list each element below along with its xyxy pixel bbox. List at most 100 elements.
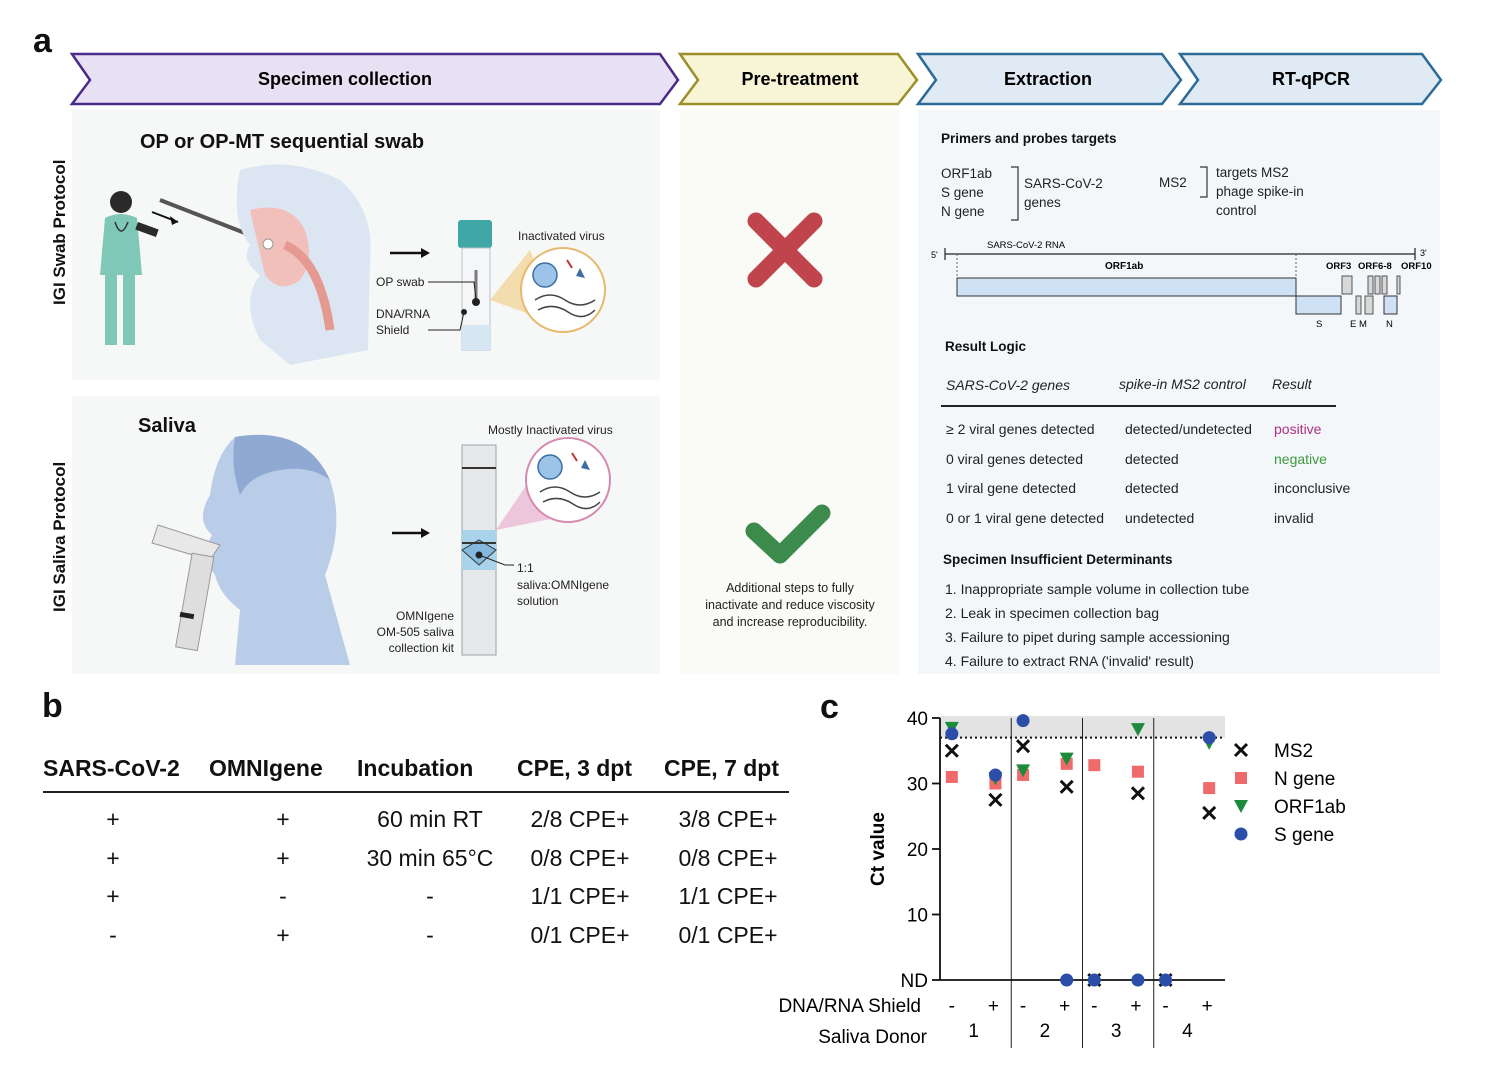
insufficient-item: 3. Failure to pipet during sample access… (945, 629, 1230, 645)
y-tick-label: 40 (907, 709, 928, 730)
cpe-table-cell: 0/8 CPE+ (530, 844, 630, 871)
result-header-ms2: spike-in MS2 control (1119, 376, 1246, 392)
result-value: positive (1274, 421, 1322, 437)
data-point-orf1ab (1130, 723, 1145, 737)
swab-tube-icon (458, 220, 492, 351)
result-value: inconclusive (1274, 480, 1351, 496)
cpe-table-cell: 60 min RT (377, 806, 483, 832)
panel-b-letter: b (42, 687, 63, 725)
cpe-table-cell: 3/8 CPE+ (678, 806, 778, 832)
data-point-s-gene (1016, 714, 1030, 728)
ms2-target-2: phage spike-in (1216, 184, 1304, 199)
shield-row-label: DNA/RNA Shield (778, 996, 921, 1017)
donor-label: 3 (1111, 1021, 1122, 1042)
ratio-label-2: saliva:OMNIgene (517, 578, 610, 592)
saliva-illustration (151, 434, 611, 665)
shield-label: - (1162, 996, 1168, 1017)
insufficient-item: 1. Inappropriate sample volume in collec… (945, 581, 1250, 597)
legend-marker (1234, 800, 1248, 813)
workflow-chevrons: Specimen collection Pre-treatment Extrac… (69, 52, 1443, 106)
insufficient-item: 2. Leak in specimen collection bag (945, 605, 1160, 621)
result-cell: 1 viral gene detected (946, 480, 1076, 496)
y-tick-label: 30 (907, 775, 928, 796)
healthcare-worker-icon (100, 191, 159, 345)
s-genome-label: S (1316, 319, 1322, 330)
result-cell: detected/undetected (1125, 421, 1252, 437)
pretreatment-note-3: and increase reproducibility. (712, 615, 868, 629)
data-point-s-gene (1060, 973, 1074, 987)
table-header-sars: SARS-CoV-2 (43, 755, 180, 781)
donor-label: 4 (1182, 1021, 1193, 1042)
legend-label: N gene (1274, 769, 1335, 790)
data-point-ms2 (944, 743, 959, 758)
legend-label: MS2 (1274, 741, 1313, 762)
panel-a-letter: a (33, 22, 52, 60)
patient-head-icon (236, 164, 371, 365)
inactivated-virus-icon (520, 247, 606, 333)
cpe-table-cell: - (279, 883, 287, 909)
stage-label: Pre-treatment (741, 69, 858, 89)
checkmark-icon (745, 504, 831, 564)
cpe-table-cell: + (106, 883, 120, 909)
ms2-label: MS2 (1159, 175, 1187, 190)
y-tick-label: 10 (907, 906, 928, 927)
orf1ab-block (956, 277, 1297, 297)
data-point-ms2 (1059, 779, 1074, 794)
result-header-result: Result (1272, 376, 1312, 392)
cpe-table-cell: - (426, 921, 434, 948)
cpe-table-cell: 30 min 65°C (366, 844, 494, 871)
pretreatment-panel-bg (680, 110, 900, 674)
shield-label: - (949, 996, 955, 1017)
swab-side-label: IGI Swab Protocol (50, 159, 69, 305)
result-cell: detected (1125, 450, 1179, 467)
table-header-incubation: Incubation (357, 755, 474, 781)
data-point-ms2 (988, 792, 1003, 807)
data-point-ms2 (1130, 786, 1145, 801)
swab-title: OP or OP-MT sequential swab (140, 131, 425, 153)
data-point-s-gene (1131, 973, 1145, 987)
result-value: invalid (1274, 509, 1314, 526)
cpe-table-cell: 2/8 CPE+ (530, 806, 630, 832)
orf68-label: ORF6-8 (1358, 261, 1392, 272)
shield-label: + (1202, 996, 1213, 1017)
shield-label: - (1020, 996, 1026, 1017)
cpe-table-cell: 1/1 CPE+ (678, 883, 778, 909)
data-point-s-gene (1159, 973, 1173, 987)
y-tick-label: 20 (907, 840, 928, 861)
orf3-label: ORF3 (1326, 261, 1351, 272)
shield-label: + (988, 996, 999, 1017)
legend-marker (1235, 772, 1247, 784)
genome-map: 5' 3' SARS-CoV-2 RNA ORF1ab ORF3 ORF6-8 … (931, 240, 1432, 330)
shield-label-1: DNA/RNA (376, 307, 431, 321)
rtqpcr-panel-bg (918, 110, 1440, 674)
donor-row-label: Saliva Donor (818, 1027, 927, 1048)
sars-genes-label-2: genes (1024, 195, 1061, 210)
donor-label: 1 (968, 1021, 979, 1042)
legend-marker (1233, 742, 1249, 758)
cpe-table-cell: 1/1 CPE+ (530, 883, 630, 909)
stage-label: Specimen collection (258, 69, 432, 89)
chevron-pretreatment (677, 52, 919, 106)
gene-s: S gene (941, 185, 984, 200)
cpe-table-cell: 0/1 CPE+ (678, 921, 778, 948)
legend-label: ORF1ab (1274, 797, 1346, 818)
saliva-side-label: IGI Saliva Protocol (50, 461, 69, 612)
cpe-table-cell: - (426, 883, 434, 909)
result-value: negative (1274, 450, 1327, 467)
data-point-s-gene (988, 768, 1002, 782)
insufficient-title: Specimen Insufficient Determinants (943, 552, 1173, 567)
panel-c-letter: c (820, 688, 839, 726)
cpe-table-cell: - (109, 921, 117, 948)
pretreatment-note-1: Additional steps to fully (726, 581, 854, 595)
cross-icon (747, 212, 823, 288)
mostly-inactivated-virus-icon (525, 437, 611, 523)
data-point-ms2 (1016, 739, 1031, 754)
saliva-inactivated-label: Mostly Inactivated virus (488, 423, 613, 437)
pretreatment-icons (745, 212, 831, 564)
gene-orf1ab: ORF1ab (941, 166, 993, 181)
shield-label: - (1091, 996, 1097, 1017)
swab-inactivated-label: Inactivated virus (518, 229, 605, 243)
result-cell: ≥ 2 viral genes detected (946, 421, 1095, 437)
ratio-label-3: solution (517, 594, 559, 608)
cpe-table-cell: + (106, 844, 120, 871)
